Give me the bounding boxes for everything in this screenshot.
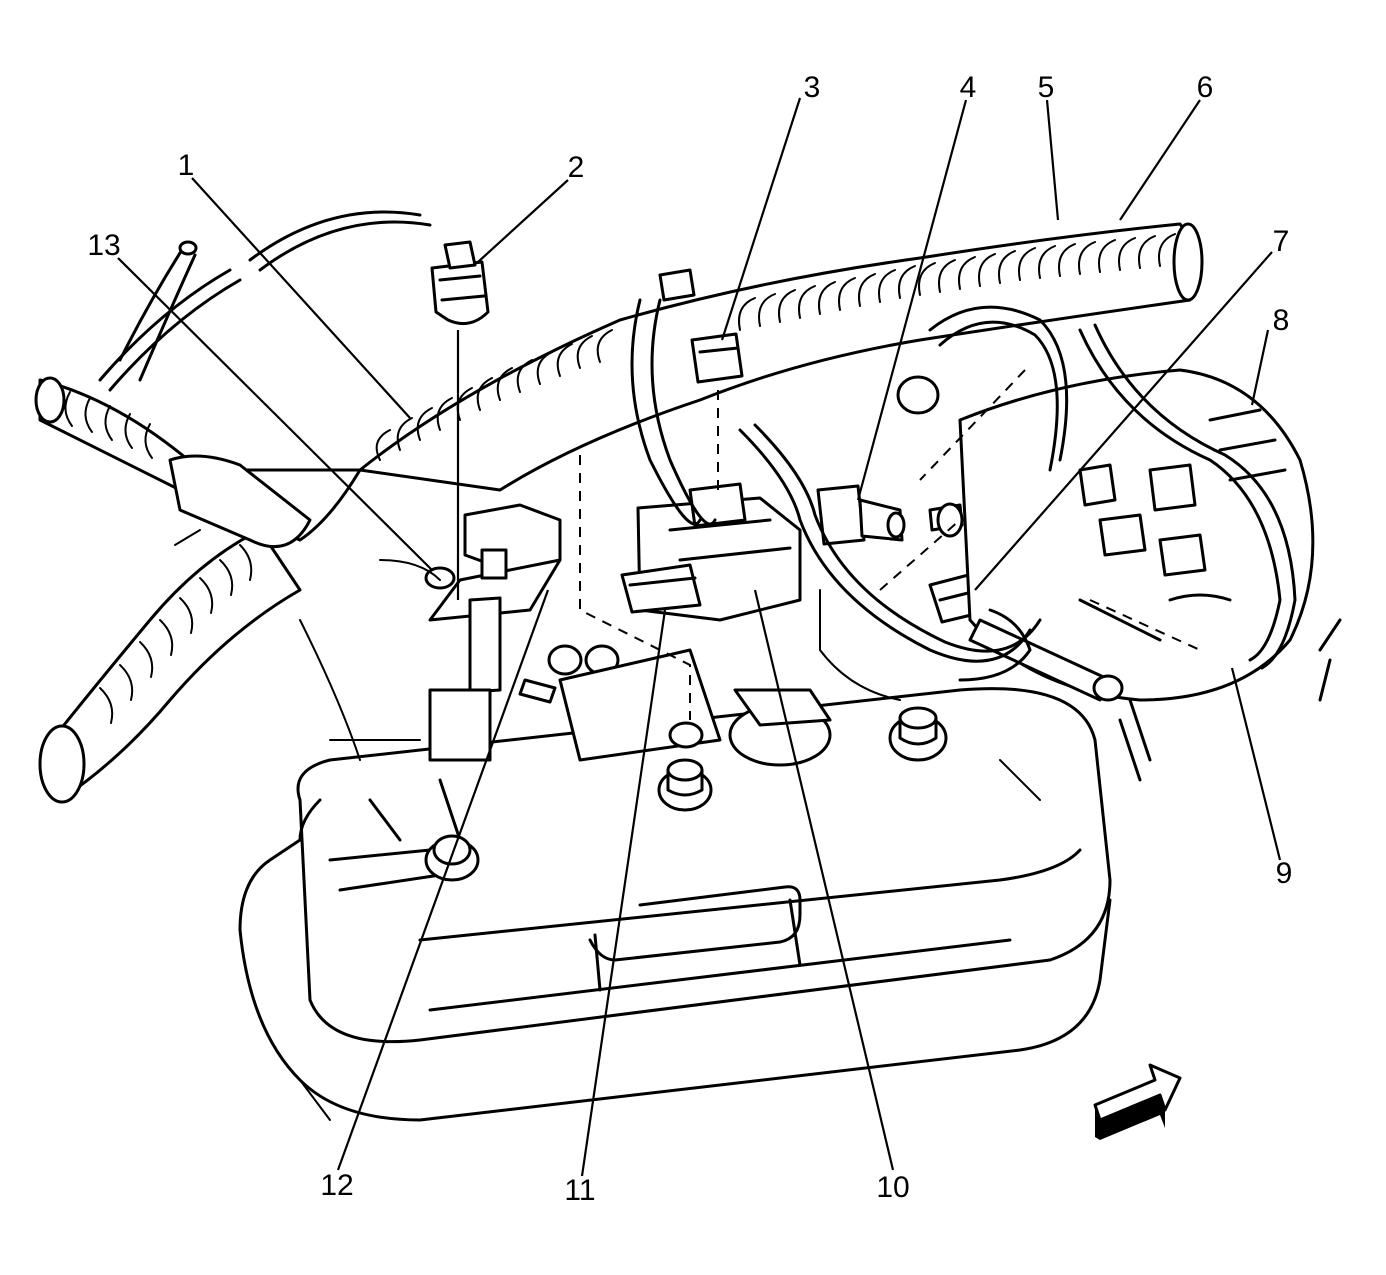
harness-split-collar	[168, 454, 312, 549]
engine-block-lines	[174, 529, 901, 761]
callout-7: 7	[1273, 225, 1290, 258]
spiral-wires	[630, 298, 1297, 682]
alternator-brace	[968, 598, 1342, 782]
callout-13: 13	[87, 229, 120, 262]
valve-cover-bolt-left	[424, 834, 480, 882]
alignment-dashed-lines	[456, 330, 1201, 720]
main-wiring-harness-conduit	[358, 222, 1204, 492]
oil-fill-cap	[728, 688, 832, 767]
central-module-assembly	[620, 482, 802, 622]
valve-cover	[238, 687, 1112, 1122]
leader-lines	[117, 97, 1282, 1177]
callout-8: 8	[1273, 304, 1290, 337]
harness-branch-lower-left	[38, 528, 302, 804]
callout-6: 6	[1197, 71, 1214, 104]
intake-mounting-plate	[558, 648, 722, 762]
callout-4: 4	[960, 71, 977, 104]
callout-3: 3	[804, 71, 821, 104]
callout-1: 1	[178, 149, 195, 182]
callout-2: 2	[568, 151, 585, 184]
callout-10: 10	[876, 1171, 909, 1204]
valve-cover-bolt-center	[657, 758, 713, 812]
callout-5: 5	[1038, 71, 1055, 104]
callout-12: 12	[320, 1169, 353, 1202]
connector-component-3	[658, 268, 744, 384]
valve-cover-bolt-right	[888, 706, 948, 762]
connector-component-4	[816, 484, 964, 546]
alternator	[896, 368, 1315, 702]
callout-11: 11	[564, 1174, 595, 1207]
connector-component-2	[430, 240, 490, 326]
callout-labels: 1 2 3 4 5 6 7 8 9 10 11 12 13	[87, 71, 1292, 1207]
callout-9: 9	[1276, 857, 1293, 890]
wires-upper-left	[98, 210, 432, 392]
sensor-bracket-12	[424, 503, 620, 762]
forward-arrow-icon	[1093, 1063, 1182, 1140]
